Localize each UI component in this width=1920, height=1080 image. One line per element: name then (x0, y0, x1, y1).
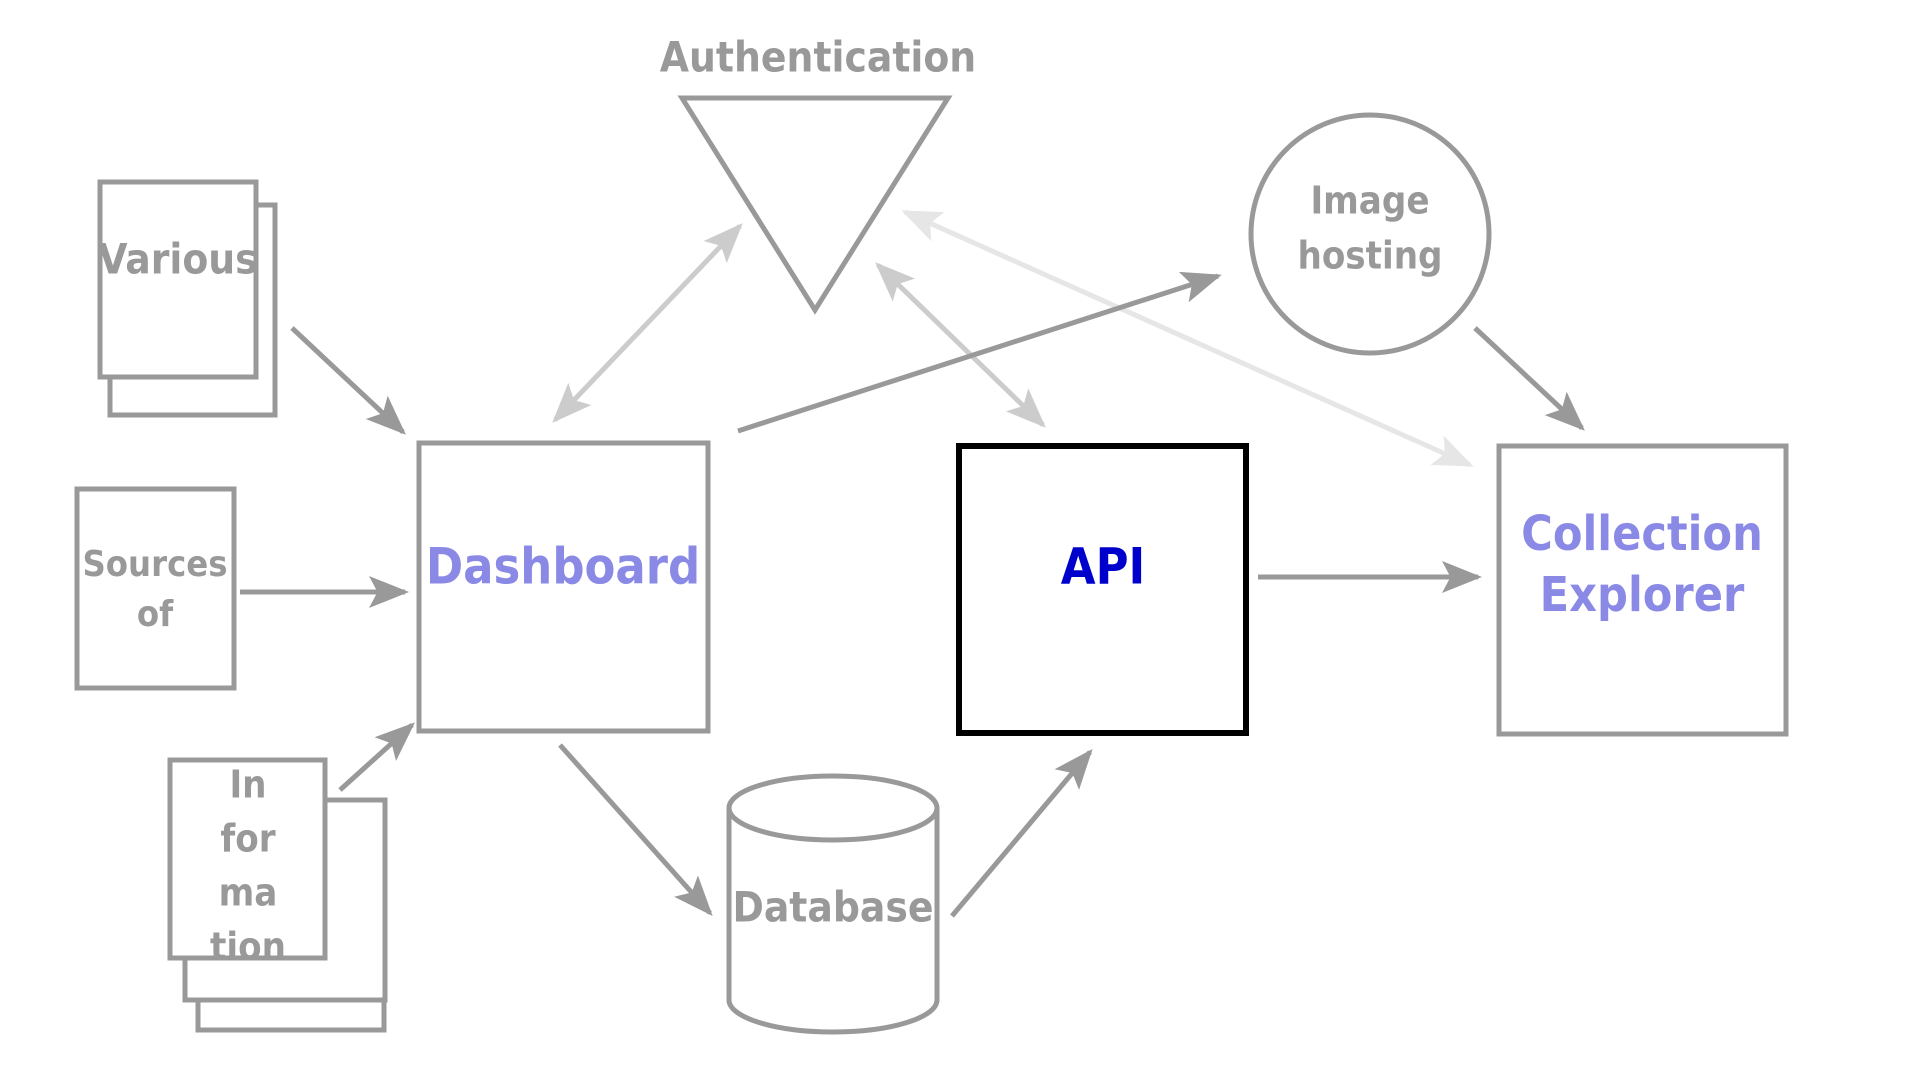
api-label: API (1061, 538, 1146, 596)
node-database[interactable]: Database (726, 773, 940, 1035)
edge-information-dashboard (338, 722, 415, 792)
node-sources-of[interactable]: Sources of (74, 486, 237, 691)
image-hosting-label-line-1: Image (1310, 179, 1429, 223)
sources-of-label-line-2: of (137, 594, 174, 635)
edge-dashboard-database (558, 743, 713, 916)
node-information[interactable]: In for ma tion (167, 757, 388, 1033)
edges-layer (240, 209, 1585, 918)
authentication-label: Authentication (660, 33, 976, 82)
edge-auth-collection-explorer (901, 209, 1474, 468)
image-hosting-label-line-2: hosting (1297, 234, 1442, 278)
information-label-line-2: for (220, 817, 275, 861)
node-api[interactable]: API (956, 443, 1249, 736)
sources-of-box (74, 486, 237, 691)
node-collection-explorer[interactable]: Collection Explorer (1496, 443, 1789, 737)
information-label-line-1: In (229, 763, 266, 807)
node-authentication[interactable]: Authentication (660, 33, 976, 315)
collection-explorer-label-line-2: Explorer (1540, 567, 1745, 623)
information-label-line-3: ma (219, 871, 278, 915)
database-body (726, 808, 940, 1035)
database-label: Database (732, 883, 933, 932)
information-label-line-4: tion (210, 925, 286, 969)
node-dashboard[interactable]: Dashboard (416, 440, 711, 734)
node-image-hosting[interactable]: Image hosting (1248, 112, 1492, 356)
edge-dashboard-authentication (552, 223, 743, 423)
information-front-sheet (167, 757, 328, 961)
collection-explorer-label-line-1: Collection (1521, 506, 1763, 562)
various-label: Various (98, 235, 257, 284)
api-box (956, 443, 1249, 736)
various-front-sheet (97, 179, 259, 380)
image-hosting-circle (1248, 112, 1492, 356)
node-various[interactable]: Various (97, 179, 278, 418)
dashboard-box (416, 440, 711, 734)
edge-dashboard-image-hosting (737, 271, 1222, 434)
edge-api-authentication (875, 262, 1046, 428)
database-top (726, 773, 940, 843)
edge-database-api (950, 748, 1093, 918)
sources-of-label-line-1: Sources (82, 544, 227, 585)
edge-image-hosting-collection-explorer (1473, 326, 1585, 431)
authentication-triangle (677, 95, 953, 315)
collection-explorer-box (1496, 443, 1789, 737)
dashboard-label: Dashboard (426, 538, 700, 596)
edge-various-dashboard (290, 326, 406, 435)
